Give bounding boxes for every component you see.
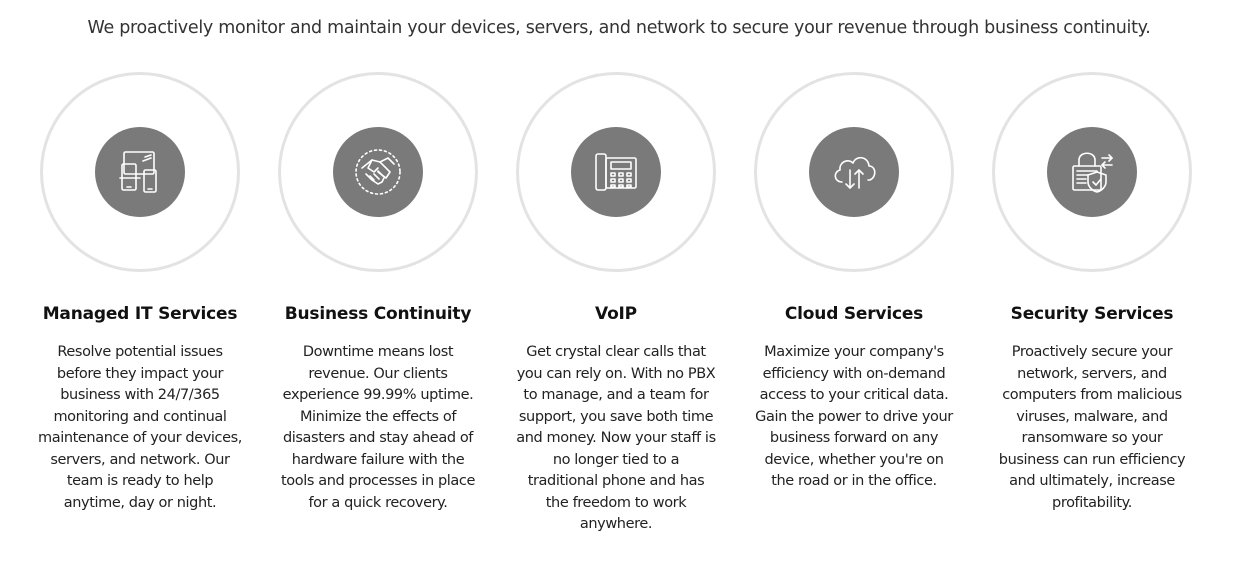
service-security: Security Services Proactively secure you… — [973, 72, 1211, 514]
service-ring — [516, 72, 716, 272]
service-icon-disc — [809, 127, 899, 217]
service-ring — [278, 72, 478, 272]
service-cloud: Cloud Services Maximize your company's e… — [735, 72, 973, 493]
service-icon-disc — [1047, 127, 1137, 217]
service-description: Resolve potential issues before they imp… — [38, 344, 242, 511]
service-description: Proactively secure your network, servers… — [998, 344, 1186, 511]
service-title: VoIP — [595, 304, 637, 324]
devices-icon — [119, 151, 157, 193]
service-ring — [992, 72, 1192, 272]
handshake-icon — [355, 149, 401, 195]
service-business-continuity: Business Continuity Downtime means lost … — [259, 72, 497, 514]
security-lock-shield-icon — [1072, 152, 1113, 193]
service-description: Get crystal clear calls that you can rel… — [516, 344, 716, 532]
service-icon-disc — [571, 127, 661, 217]
service-description: Downtime means lost revenue. Our clients… — [281, 344, 475, 511]
service-ring — [40, 72, 240, 272]
service-managed-it: Managed IT Services Resolve potential is… — [21, 72, 259, 514]
cloud-transfer-icon — [834, 156, 876, 189]
service-title: Managed IT Services — [42, 304, 238, 324]
desk-phone-icon — [595, 153, 637, 191]
service-title: Business Continuity — [284, 304, 472, 324]
service-voip: VoIP Get crystal clear calls that you ca… — [497, 72, 735, 536]
intro-text: We proactively monitor and maintain your… — [87, 18, 1151, 38]
service-description: Maximize your company's efficiency with … — [755, 344, 953, 489]
service-ring — [754, 72, 954, 272]
service-icon-disc — [95, 127, 185, 217]
service-icon-disc — [333, 127, 423, 217]
service-title: Security Services — [1010, 304, 1174, 324]
service-title: Cloud Services — [784, 304, 924, 324]
